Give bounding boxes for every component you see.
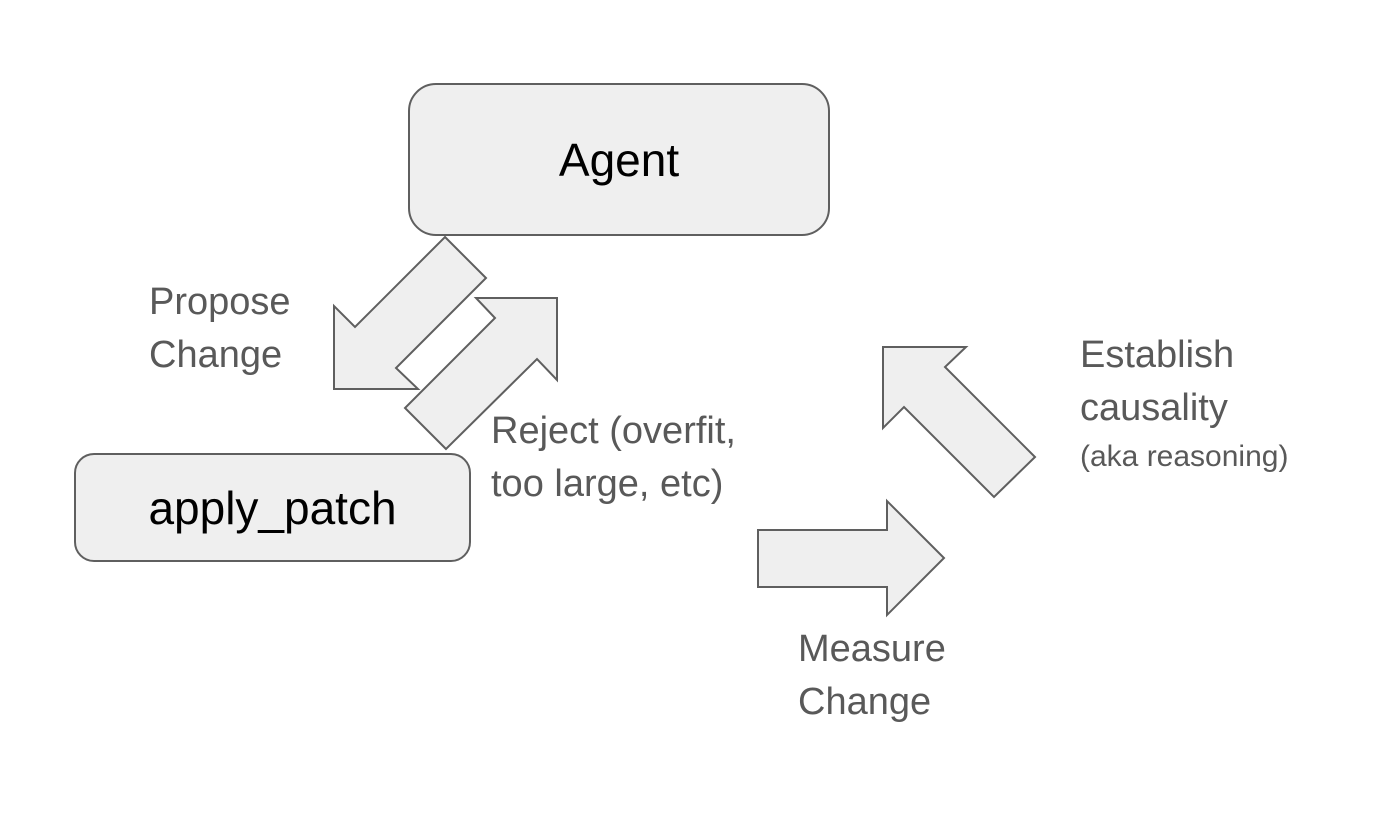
agent-node: Agent	[408, 83, 830, 236]
reject-label-line2: too large, etc)	[491, 463, 724, 505]
reject-label: Reject (overfit, too large, etc)	[491, 405, 736, 511]
propose-change-arrow	[333, 235, 488, 390]
apply-patch-node: apply_patch	[74, 453, 471, 562]
reject-arrow	[403, 297, 558, 451]
propose-change-label: Propose Change	[149, 276, 291, 382]
propose-change-label-line2: Change	[149, 334, 283, 376]
measure-change-arrow	[757, 498, 946, 618]
reject-label-line1: Reject (overfit,	[491, 410, 736, 452]
measure-change-label-line2: Change	[798, 681, 932, 723]
propose-change-label-line1: Propose	[149, 281, 291, 323]
establish-causality-label-line1: Establish	[1080, 334, 1235, 376]
measure-change-label: Measure Change	[798, 623, 946, 729]
establish-causality-note: (aka reasoning)	[1080, 440, 1289, 473]
apply-patch-node-label: apply_patch	[148, 481, 397, 534]
establish-causality-label-line2: causality	[1080, 387, 1228, 429]
establish-causality-label: Establish causality (aka reasoning)	[1080, 329, 1288, 477]
agent-node-label: Agent	[558, 133, 680, 186]
measure-change-label-line1: Measure	[798, 628, 946, 670]
establish-causality-arrow	[882, 346, 1037, 499]
